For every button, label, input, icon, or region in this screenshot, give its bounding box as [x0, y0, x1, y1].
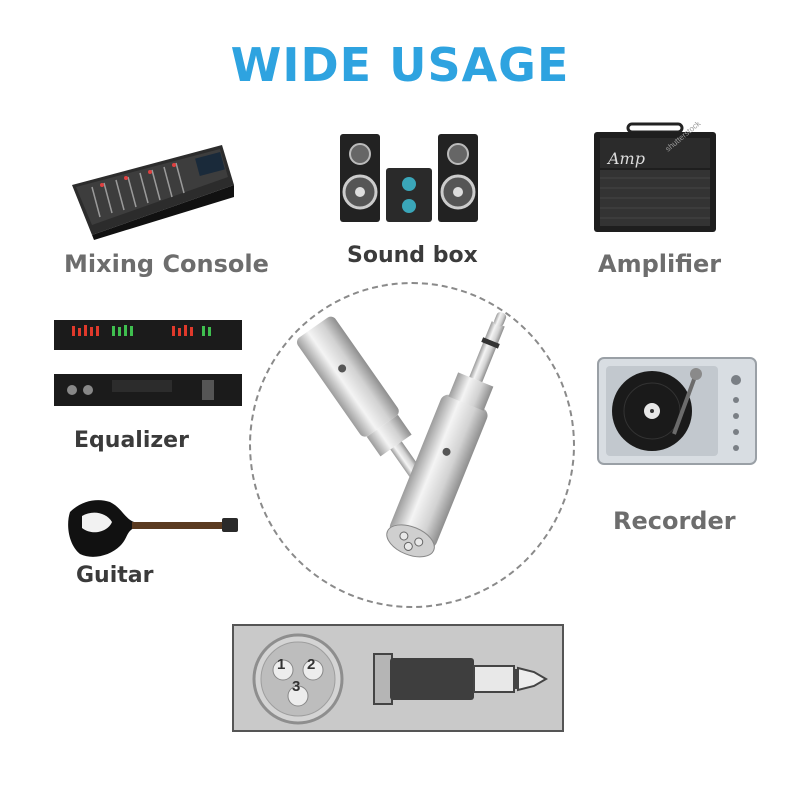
equalizer-image [54, 320, 242, 406]
recorder-image [597, 357, 757, 465]
adapter-product-image [296, 312, 507, 558]
mixing-console-image [72, 145, 234, 240]
guitar-label: Guitar [76, 563, 154, 588]
page-title: WIDE USAGE [230, 38, 570, 92]
pin-1-label: 1 [277, 656, 286, 673]
amplifier-image: Amp shutterstock [594, 122, 716, 232]
sound-box-image [340, 134, 478, 222]
sound-box-label: Sound box [347, 243, 478, 268]
amp-brand-text: Amp [606, 149, 645, 168]
pinout-diagram-panel: 1 2 3 [232, 624, 564, 732]
recorder-label: Recorder [613, 507, 736, 535]
pin-3-label: 3 [292, 678, 301, 695]
pin-2-label: 2 [307, 656, 316, 673]
amplifier-label: Amplifier [598, 250, 722, 278]
mixing-console-label: Mixing Console [64, 250, 269, 278]
dashed-circle-frame [249, 282, 575, 608]
pinout-diagram [252, 633, 548, 725]
guitar-image [68, 500, 238, 557]
equalizer-label: Equalizer [74, 428, 189, 453]
